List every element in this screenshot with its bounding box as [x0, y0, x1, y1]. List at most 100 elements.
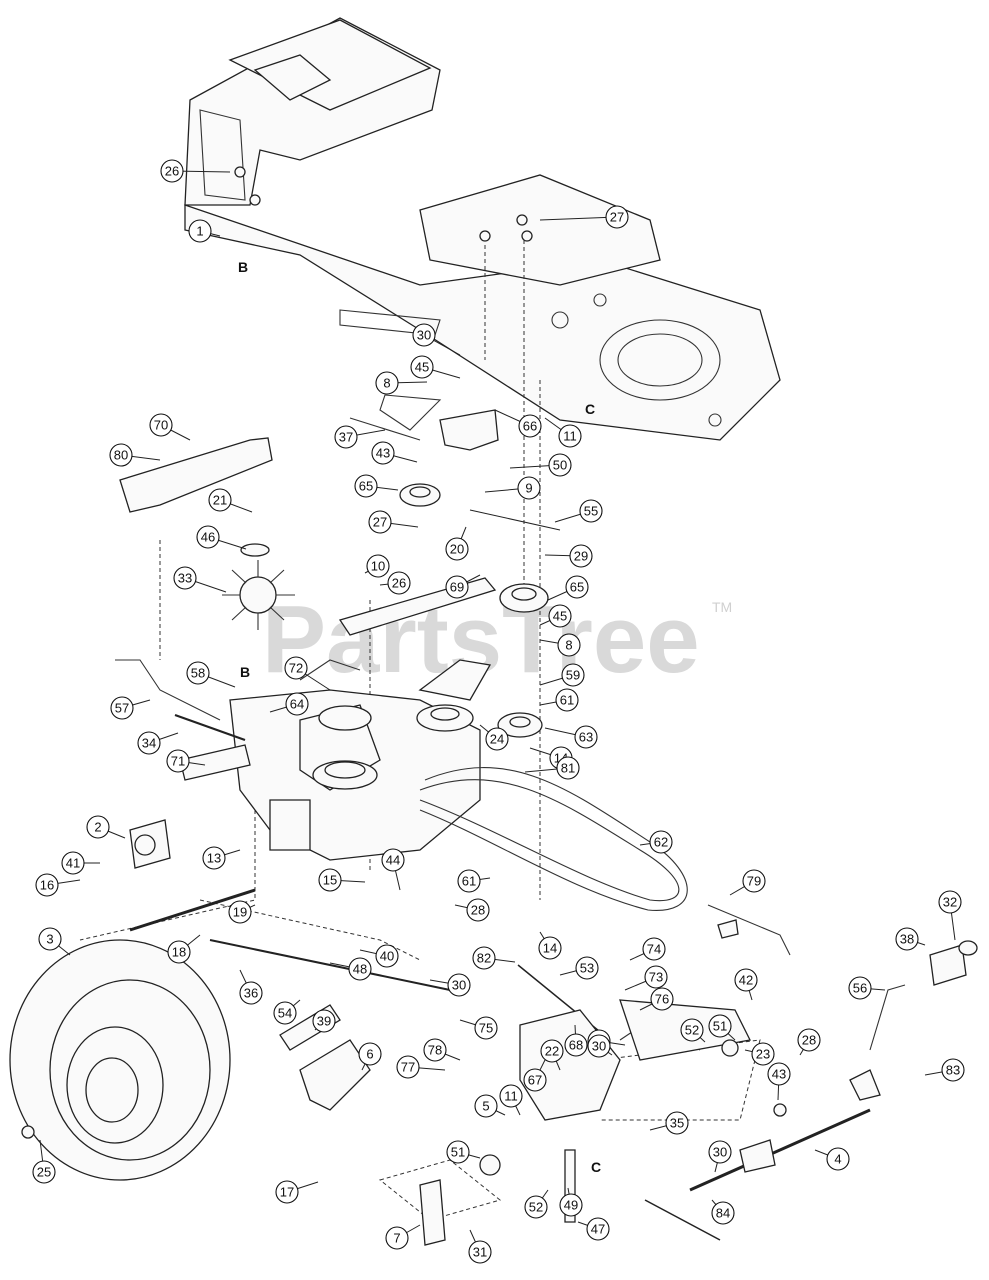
- callout-34: 34: [137, 731, 179, 755]
- callout-71: 71: [166, 749, 206, 773]
- callout-bubble: [167, 940, 191, 964]
- callout-number: 45: [553, 609, 567, 624]
- callout-number: 84: [716, 1206, 730, 1221]
- callout-number: 83: [946, 1063, 960, 1078]
- callout-72: 72: [284, 656, 331, 691]
- callout-62: 62: [639, 830, 673, 854]
- callout-bubble: [312, 1009, 336, 1033]
- callout-8: 8: [375, 371, 428, 395]
- callout-number: 67: [528, 1073, 542, 1088]
- callout-36: 36: [239, 969, 263, 1005]
- callout-bubble: [941, 1058, 965, 1082]
- callout-bubble: [559, 1193, 583, 1217]
- callout-number: 48: [353, 962, 367, 977]
- rods-and-axles: [115, 659, 978, 1241]
- callout-bubble: [446, 1140, 470, 1164]
- callout-80: 80: [109, 443, 161, 467]
- callout-bubble: [556, 756, 580, 780]
- callout-number: 73: [649, 970, 663, 985]
- callout-number: 1: [196, 224, 203, 239]
- callout-78: 78: [423, 1038, 461, 1062]
- callout-number: 29: [574, 549, 588, 564]
- callout-number: 82: [477, 951, 491, 966]
- callout-number: 69: [450, 580, 464, 595]
- callout-bubble: [239, 981, 263, 1005]
- callout-bubble: [499, 1084, 523, 1108]
- callout-number: 4: [834, 1152, 841, 1167]
- callout-63: 63: [544, 725, 598, 749]
- callout-bubble: [574, 725, 598, 749]
- callout-bubble: [387, 571, 411, 595]
- callout-46: 46: [196, 525, 247, 550]
- callout-bubble: [196, 525, 220, 549]
- callout-bubble: [447, 973, 471, 997]
- callout-number: 50: [553, 458, 567, 473]
- callout-13: 13: [202, 846, 241, 870]
- callout-20: 20: [445, 526, 469, 561]
- callout-bubble: [895, 927, 919, 951]
- callout-bubble: [275, 1180, 299, 1204]
- ref-letter-b-top: B: [238, 259, 248, 275]
- callout-number: 53: [580, 961, 594, 976]
- callout-number: 17: [280, 1185, 294, 1200]
- callout-bubble: [555, 688, 579, 712]
- callout-15: 15: [318, 868, 366, 892]
- callout-number: 74: [647, 942, 661, 957]
- callout-number: 70: [154, 418, 168, 433]
- callout-bubble: [38, 927, 62, 951]
- callout-bubble: [358, 1042, 382, 1066]
- callout-number: 27: [373, 515, 387, 530]
- callout-bubble: [61, 851, 85, 875]
- callout-70: 70: [149, 413, 191, 441]
- callout-bubble: [32, 1160, 56, 1184]
- callout-number: 44: [386, 853, 400, 868]
- callout-bubble: [644, 965, 668, 989]
- callout-number: 47: [591, 1222, 605, 1237]
- callout-65: 65: [354, 474, 399, 498]
- callout-bubble: [523, 1068, 547, 1092]
- callout-number: 62: [654, 835, 668, 850]
- callout-number: 10: [371, 559, 385, 574]
- callout-74: 74: [629, 937, 666, 961]
- callout-bubble: [474, 1094, 498, 1118]
- callout-51: 51: [446, 1140, 481, 1164]
- callout-bubble: [202, 846, 226, 870]
- callout-38: 38: [895, 927, 926, 951]
- callout-81: 81: [524, 756, 580, 780]
- callout-32: 32: [938, 890, 962, 941]
- callout-bubble: [173, 566, 197, 590]
- callout-number: 27: [610, 210, 624, 225]
- callout-25: 25: [32, 1139, 56, 1184]
- callout-19: 19: [228, 900, 256, 924]
- callout-number: 22: [545, 1044, 559, 1059]
- callout-79: 79: [729, 869, 766, 896]
- callout-21: 21: [208, 488, 253, 513]
- reference-letters: B B C C: [238, 259, 601, 1175]
- callout-bubble: [579, 499, 603, 523]
- callout-30: 30: [587, 1034, 613, 1058]
- callout-number: 40: [380, 949, 394, 964]
- callout-number: 25: [37, 1165, 51, 1180]
- callout-bubble: [558, 424, 582, 448]
- callout-17: 17: [275, 1180, 319, 1204]
- callout-number: 55: [584, 504, 598, 519]
- callout-bubble: [375, 944, 399, 968]
- callout-number: 43: [376, 446, 390, 461]
- callout-57: 57: [110, 696, 151, 720]
- callout-bubble: [848, 976, 872, 1000]
- callout-number: 52: [529, 1200, 543, 1215]
- callout-number: 2: [94, 820, 101, 835]
- callout-number: 51: [713, 1019, 727, 1034]
- callout-bubble: [767, 1062, 791, 1086]
- ref-letter-b-mid: B: [240, 664, 250, 680]
- callout-number: 5: [482, 1099, 489, 1114]
- callout-26: 26: [379, 571, 411, 595]
- callout-28: 28: [454, 898, 490, 922]
- callout-11: 11: [544, 417, 582, 448]
- callout-76: 76: [639, 987, 674, 1011]
- callout-33: 33: [173, 566, 227, 593]
- callout-bubble: [538, 936, 562, 960]
- callout-number: 33: [178, 571, 192, 586]
- callout-30: 30: [429, 973, 471, 997]
